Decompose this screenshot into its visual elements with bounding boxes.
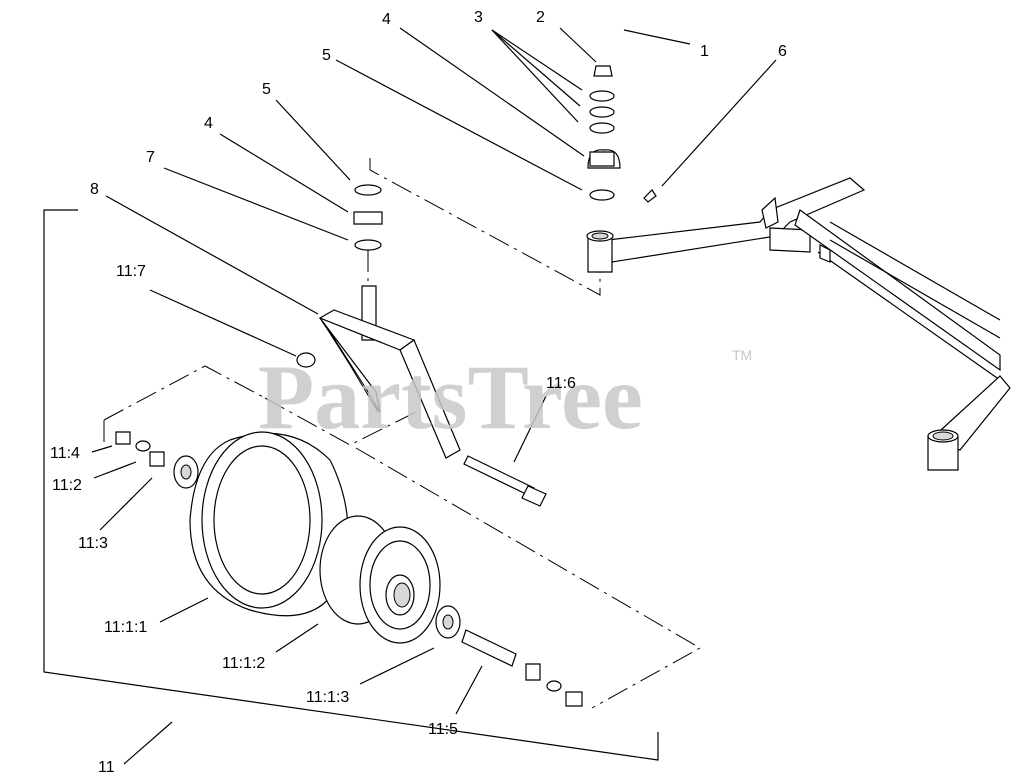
callout-6: 6 <box>778 43 787 60</box>
callout-4-upper: 4 <box>382 11 391 28</box>
callout-3: 3 <box>474 9 483 26</box>
callout-8: 8 <box>90 181 99 198</box>
watermark-logo: PartsTree <box>258 346 643 448</box>
wheel-hub-part-11-1-2 <box>319 515 441 644</box>
assembly-bracket-11 <box>43 209 659 761</box>
callout-7: 7 <box>146 149 155 166</box>
callout-11-6: 11:6 <box>546 375 576 392</box>
watermark-trademark: TM <box>732 347 752 363</box>
callout-4-left: 4 <box>204 115 213 132</box>
callout-1: 1 <box>700 43 709 60</box>
callout-2: 2 <box>536 9 545 26</box>
callout-11-4: 11:4 <box>50 445 80 462</box>
wheel-tire-part-11-1-1 <box>189 431 349 617</box>
callout-11: 11 <box>98 759 115 776</box>
caster-fork-part-8 <box>296 285 461 459</box>
nut-part-2 <box>593 65 613 77</box>
left-hardware-stack <box>353 184 383 251</box>
leader-lines <box>91 27 777 765</box>
callout-11-1-3: 11:1:3 <box>306 689 349 706</box>
axle-bolt-part-11-6 <box>463 455 547 507</box>
callout-11-2: 11:2 <box>52 477 82 494</box>
callout-11-1-2: 11:1:2 <box>222 655 265 672</box>
callout-5-left: 5 <box>262 81 271 98</box>
wheel-bearing-and-spacer <box>435 605 583 707</box>
callout-11-5: 11:5 <box>428 721 458 738</box>
callout-11-3: 11:3 <box>78 535 108 552</box>
callout-5-upper: 5 <box>322 47 331 64</box>
caster-frame <box>586 177 1011 471</box>
upper-hardware-stack <box>587 65 657 203</box>
wheel-hardware-left <box>115 431 199 489</box>
callout-11-7: 11:7 <box>116 263 146 280</box>
callout-11-1-1: 11:1:1 <box>104 619 147 636</box>
